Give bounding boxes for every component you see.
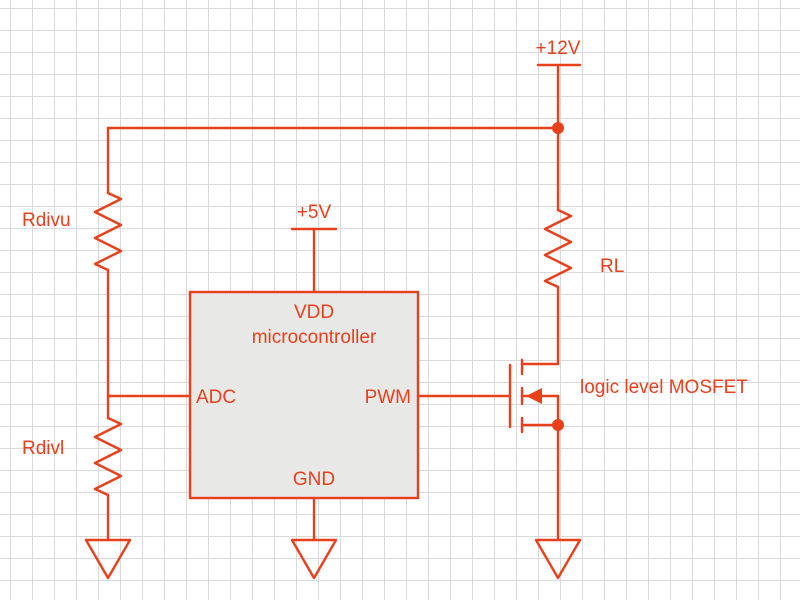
resistor-rdivl	[93, 416, 123, 497]
gnd-pin-label: GND	[293, 469, 335, 490]
mosfet-symbol	[508, 358, 560, 434]
ground-symbol-middle	[290, 538, 338, 580]
ground-symbol-right	[534, 538, 582, 580]
vdd-pin-label: VDD	[294, 302, 334, 323]
resistor-rl	[543, 208, 573, 289]
ground-symbol-left	[84, 538, 132, 580]
resistor-rdivu-label: Rdivu	[22, 210, 71, 231]
adc-pin-label: ADC	[196, 387, 236, 408]
junction-dot-top	[552, 122, 564, 134]
resistor-rdivu	[93, 191, 123, 272]
pwm-pin-label: PWM	[365, 387, 411, 408]
microcontroller-label: microcontroller	[252, 327, 377, 348]
mosfet-label: logic level MOSFET	[580, 377, 748, 398]
resistor-rl-label: RL	[600, 256, 624, 277]
resistor-rdivl-label: Rdivl	[22, 438, 64, 459]
vcc-rail-label: +5V	[297, 202, 332, 223]
vin-rail-label: +12V	[536, 38, 581, 59]
